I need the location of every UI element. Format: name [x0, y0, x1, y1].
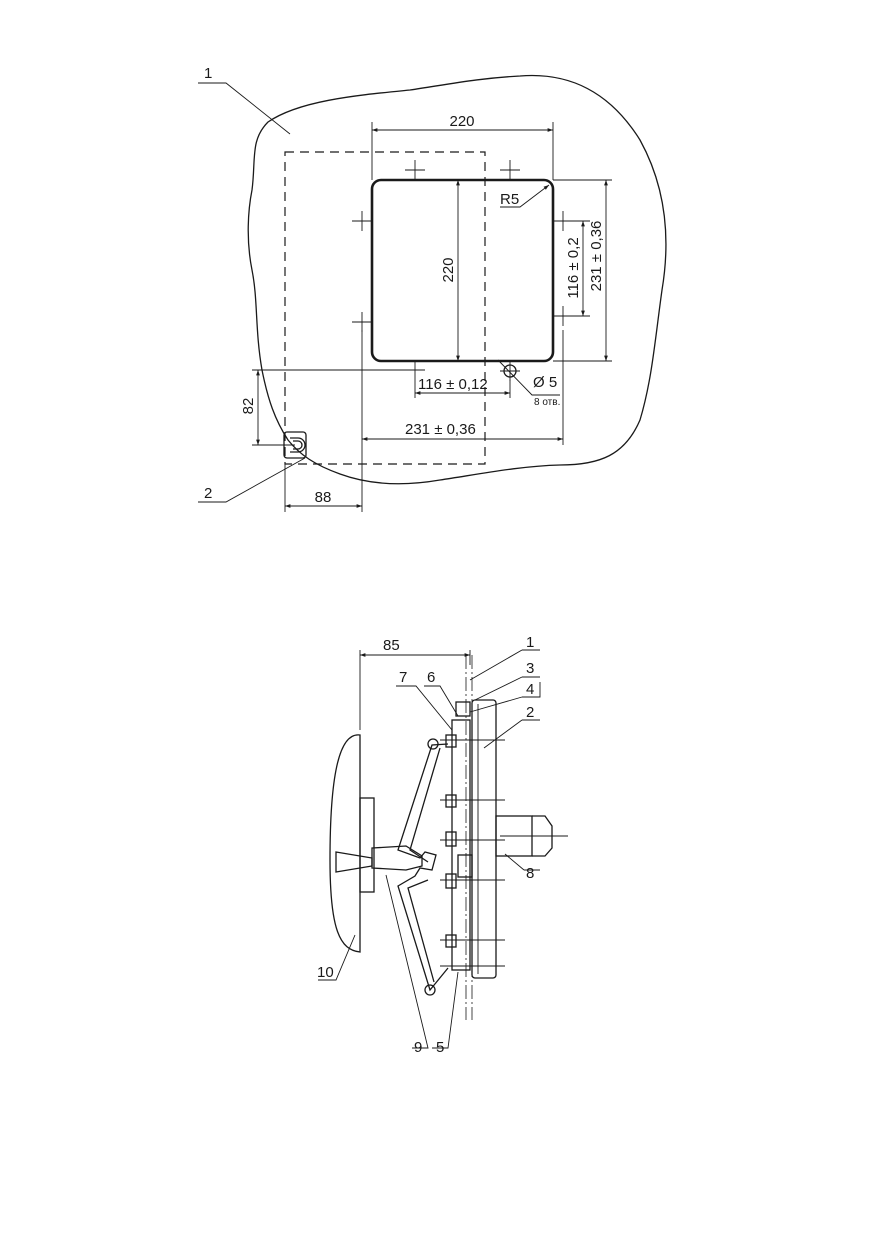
dim-outer-spacing-horizontal: 231 ± 0,36: [405, 421, 476, 438]
dim-hole-spacing-horizontal: 116 ± 0,12: [418, 376, 488, 393]
dim-bracket-height: 82: [240, 398, 257, 415]
callout-1: 1: [526, 634, 534, 651]
handle-base: [359, 797, 375, 893]
callout-3: 3: [526, 660, 534, 677]
dim-bracket-offset: 88: [315, 489, 332, 506]
callout-4: 4: [526, 681, 534, 698]
din-rail-bracket: [397, 743, 449, 992]
callout-leader-2: [198, 457, 306, 503]
callout-8: 8: [526, 865, 534, 882]
extension-lines: [252, 122, 612, 512]
dim-corner-radius: R5: [500, 191, 519, 208]
front-cover: [329, 734, 361, 953]
callout-label-bracket: 2: [204, 485, 212, 502]
fastener-stack: [440, 701, 505, 971]
handle-lever: [371, 845, 423, 871]
wall-outline: [247, 74, 667, 485]
cable-gland: [495, 815, 568, 857]
bracket: [283, 431, 307, 459]
callout-10: 10: [317, 964, 334, 981]
dim-hole-count: 8 отв.: [534, 397, 560, 408]
callout-label-wall: 1: [204, 65, 212, 82]
enclosure-dashed-outline: [284, 151, 486, 465]
callout-9: 9: [414, 1039, 422, 1056]
callout-5: 5: [436, 1039, 444, 1056]
hole-marks: [352, 160, 573, 332]
dim-cutout-width: 220: [449, 113, 474, 130]
dim-hole-spacing-vertical: 116 ± 0,2: [565, 237, 582, 298]
dim-hole-diameter: Ø 5: [533, 374, 557, 391]
callout-6: 6: [427, 669, 435, 686]
dim-cutout-height: 220: [440, 257, 457, 282]
top-view: 1 2 220 220 R5 116 ± 0,2 231 ± 0,36 116 …: [198, 65, 667, 512]
callout-leader-1: [198, 82, 291, 135]
side-view: 85 1 3 4 2 7 6 8 10 9 5: [317, 634, 568, 1056]
dim-outer-spacing-vertical: 231 ± 0,36: [588, 221, 605, 292]
dim-depth: 85: [383, 637, 400, 654]
callout-leaders: [318, 649, 541, 1049]
callout-7: 7: [399, 669, 407, 686]
dimension-lines: [256, 128, 608, 508]
callout-2: 2: [526, 704, 534, 721]
panel-cutout: [370, 178, 555, 363]
